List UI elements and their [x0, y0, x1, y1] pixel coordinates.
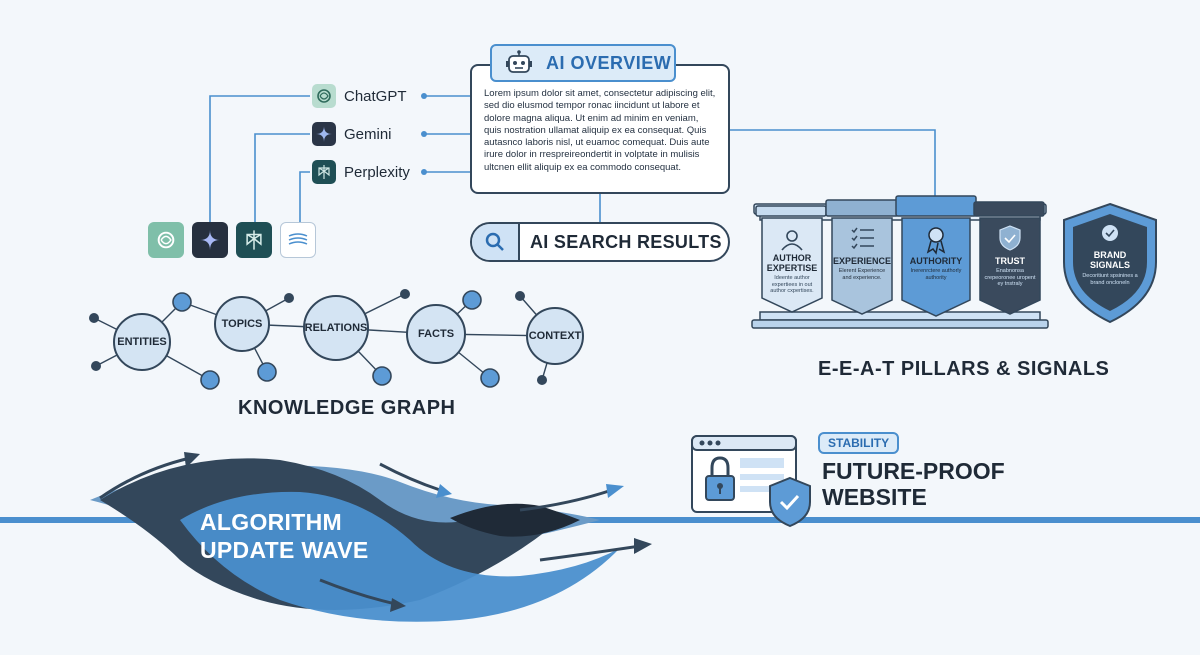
wave-layer-crest	[450, 503, 580, 537]
robot-icon	[506, 50, 532, 73]
future-proof-line1: FUTURE-PROOF	[822, 458, 1005, 484]
llm-perplexity: Perplexity	[312, 160, 410, 184]
ai-overview-header: AI OVERVIEW	[490, 44, 676, 82]
arrow-2	[379, 462, 441, 492]
pillar-experience	[831, 217, 893, 315]
chatgpt-icon	[312, 84, 336, 108]
stability-badge: STABILITY	[818, 432, 900, 454]
pillar-sub-author-expertise: Ideente author expertiees in out author …	[770, 275, 814, 294]
kg-main-nodes	[113, 295, 584, 371]
arrow-1	[99, 456, 191, 500]
pillar-sub-trust: Enabnonsa crepeoronee uropent ey tnstral…	[984, 268, 1036, 287]
pillar-label-authority: AUTHORITY	[909, 256, 963, 266]
brand-signals-sub: Decoritiunt spsinines a brand oncloneln	[1082, 273, 1138, 286]
checklist-icon	[851, 227, 874, 250]
search-icon[interactable]	[472, 224, 520, 260]
llm-connectors	[209, 95, 936, 232]
award-icon	[926, 227, 946, 255]
future-proof-title: FUTURE-PROOF WEBSITE	[822, 458, 1005, 510]
badge-check-icon	[1102, 225, 1118, 241]
connector-gemini-tile	[254, 133, 310, 232]
kg-node-context	[526, 307, 584, 365]
kg-label-facts: FACTS	[417, 328, 455, 340]
connector-chatgpt-tile	[209, 95, 310, 232]
gemini-icon	[312, 122, 336, 146]
gemini-tile-icon	[192, 222, 228, 258]
llm-chatgpt: ChatGPT	[312, 84, 407, 108]
kg-node-relations	[303, 295, 369, 361]
algorithm-update-wave-title: ALGORITHM UPDATE WAVE	[200, 508, 369, 564]
brand-signals-label: BRAND SIGNALS	[1089, 250, 1130, 270]
llm-name: ChatGPT	[344, 87, 407, 105]
knowledge-graph-title: KNOWLEDGE GRAPH	[238, 397, 456, 419]
connector-perplexity-tile	[299, 171, 310, 232]
ai-overview-title: AI OVERVIEW	[546, 52, 672, 73]
pillar-label-author-expertise: AUTHOR EXPERTISE	[766, 253, 818, 273]
browser-lock-icon	[691, 435, 811, 528]
arrow-heads	[184, 452, 652, 612]
future-proof-line2: WEBSITE	[822, 484, 927, 510]
kg-node-facts	[406, 304, 466, 364]
kg-satellites	[89, 289, 547, 390]
perplexity-icon	[312, 160, 336, 184]
pillar-label-trust: TRUST	[995, 256, 1025, 266]
pillar-sub-experience: Elerent Experience and experience.	[838, 268, 886, 281]
eeat-pillars	[761, 217, 1041, 317]
search-label: AI SEARCH RESULTS	[530, 231, 722, 252]
chatgpt-tile-icon	[148, 222, 184, 258]
pillar-label-experience: EXPERIENCE	[832, 256, 892, 266]
eeat-structure	[751, 195, 1049, 329]
pillar-trust	[979, 217, 1041, 315]
wave-title-line1: ALGORITHM	[200, 509, 342, 535]
kg-label-entities: ENTITIES	[117, 336, 167, 348]
ai-search-results-bar[interactable]: AI SEARCH RESULTS	[470, 222, 730, 262]
arrow-4	[539, 544, 641, 562]
kg-node-topics	[214, 296, 270, 352]
llm-gemini: Gemini	[312, 122, 392, 146]
kg-label-context: CONTEXT	[528, 330, 582, 342]
arrow-3	[519, 488, 613, 512]
connector-overview-eeat	[730, 129, 936, 206]
brand-shield	[1063, 202, 1157, 324]
algorithm-wave	[0, 452, 1200, 622]
kg-label-relations: RELATIONS	[304, 322, 368, 334]
llm-name: Gemini	[344, 125, 392, 143]
shield-check-icon	[999, 225, 1021, 251]
kg-label-topics: TOPICS	[221, 318, 263, 330]
wave-tile-icon	[280, 222, 316, 258]
dot-perplexity	[421, 169, 427, 175]
arrow-5	[319, 578, 397, 606]
perplexity-tile-icon	[236, 222, 272, 258]
connector-dots	[421, 93, 427, 175]
llm-name: Perplexity	[344, 163, 410, 181]
dot-chatgpt	[421, 93, 427, 99]
wave-title-line2: UPDATE WAVE	[200, 537, 369, 563]
ai-overview-body: Lorem ipsum dolor sit amet, consectetur …	[484, 88, 716, 173]
pillar-authority	[901, 217, 971, 317]
pillar-author-expertise	[761, 217, 823, 313]
pillar-sub-authority: Inerenrctere authorly authority	[910, 268, 962, 281]
kg-node-entities	[113, 313, 171, 371]
person-icon	[781, 230, 803, 251]
dot-gemini	[421, 131, 427, 137]
wave-arrows	[99, 456, 641, 606]
ai-overview-card: Lorem ipsum dolor sit amet, consectetur …	[470, 64, 730, 194]
eeat-title: E-E-A-T PILLARS & SIGNALS	[818, 358, 1110, 380]
wave-layer-mid	[180, 491, 620, 622]
